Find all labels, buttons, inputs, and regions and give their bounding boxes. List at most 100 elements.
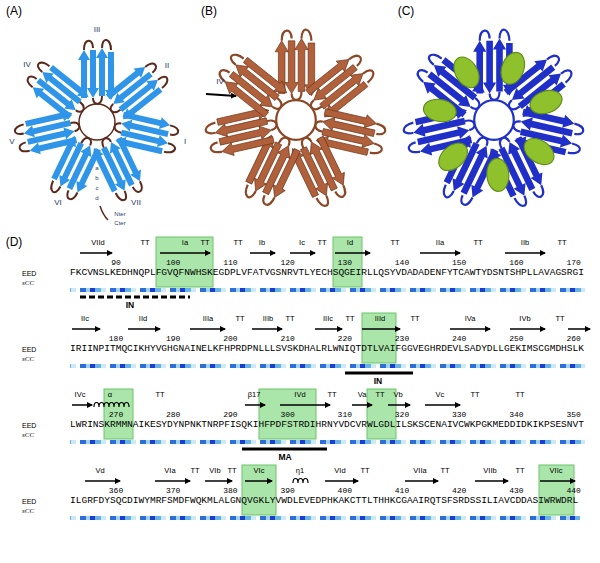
residue-number: 390 xyxy=(280,487,294,495)
row-tag: EED xyxy=(22,498,36,505)
residue-number: 110 xyxy=(223,259,237,267)
residue-number: 430 xyxy=(509,487,523,495)
structure-label: IVd xyxy=(294,391,305,399)
residue-number: 90 xyxy=(111,259,121,267)
structure-label: TT xyxy=(200,239,209,247)
structure-label: IIa xyxy=(436,239,444,247)
structure-label: TT xyxy=(227,467,236,475)
residue-number: 330 xyxy=(452,411,466,419)
residue-number: 440 xyxy=(566,487,580,495)
sequence-text: ILGRFDYSQCDIWYMRFSMDFWQKMLALGNQVGKLYVWDL… xyxy=(70,496,578,506)
residue-number: 310 xyxy=(338,411,352,419)
structure-label: IIb xyxy=(521,239,529,247)
structure-label: VIIb xyxy=(483,467,496,475)
structure-label: TT xyxy=(345,315,354,323)
blade-number: IV xyxy=(23,61,31,69)
blade-number: IV xyxy=(216,78,224,86)
sequence-text: FKCVNSLKEDHNQPLFGVQFNWHSKEGDPLVFATVGSNRV… xyxy=(70,268,584,278)
structure-label: TT xyxy=(515,467,524,475)
sequence-text: LWRINSKRMMNAIKESYDYNPNKTNRPFISQKIHFPDFST… xyxy=(70,420,584,430)
structure-label: IIc xyxy=(81,315,89,323)
structure-label: Id xyxy=(347,239,353,247)
structure-label: Ib xyxy=(259,239,265,247)
residue-number: 200 xyxy=(223,335,237,343)
row-tag: EED xyxy=(22,422,36,429)
residue-number: 320 xyxy=(395,411,409,419)
structure-label: TT xyxy=(285,315,294,323)
structure-label: TT xyxy=(233,239,242,247)
blade-number: VI xyxy=(54,199,62,207)
structure-label: IIIb xyxy=(263,315,273,323)
structure-label: Va xyxy=(358,391,367,399)
structure-label: IIId xyxy=(375,315,385,323)
blade-number: VII xyxy=(131,199,141,207)
structure-label: TT xyxy=(375,391,384,399)
structure-label: IVc xyxy=(75,391,86,399)
row-tag: EED xyxy=(22,346,36,353)
residue-number: 380 xyxy=(223,487,237,495)
blade-number: V xyxy=(9,138,14,146)
row-tag: sCC xyxy=(22,280,34,287)
strand-letter: d xyxy=(95,195,98,201)
residue-number: 400 xyxy=(338,487,352,495)
structure-label: TT xyxy=(190,467,199,475)
region-label: IN xyxy=(126,301,135,310)
panel-letter: (C) xyxy=(398,5,415,17)
strand-arrow xyxy=(72,253,590,481)
structure-label: Ia xyxy=(182,239,188,247)
structure-label: TT xyxy=(327,391,336,399)
residue-number: 100 xyxy=(166,259,180,267)
structure-label: Vb xyxy=(393,391,402,399)
structure-label: VIb xyxy=(209,467,220,475)
structure-label: TT xyxy=(440,467,449,475)
strand-letter: Nter xyxy=(114,211,125,217)
residue-number: 270 xyxy=(109,411,123,419)
propeller-topview xyxy=(13,40,182,205)
structure-label: VIId xyxy=(91,239,104,247)
row-tag: sCC xyxy=(22,508,34,515)
residue-number: 160 xyxy=(509,259,523,267)
structure-label: VIIa xyxy=(413,467,426,475)
structure-label: Ic xyxy=(299,239,305,247)
row-tag: EED xyxy=(22,270,36,277)
residue-number: 230 xyxy=(395,335,409,343)
panel-letter: (D) xyxy=(6,236,23,248)
strand-letter: Cter xyxy=(114,220,125,226)
structure-label: TT xyxy=(360,467,369,475)
termini-tail xyxy=(100,206,108,220)
structure-label: TT xyxy=(140,239,149,247)
structure-label: TT xyxy=(390,239,399,247)
propeller-ribbon xyxy=(203,30,389,211)
region-label: MA xyxy=(278,453,291,462)
residue-number: 140 xyxy=(395,259,409,267)
strand-letter: a xyxy=(95,165,98,171)
helix-coil xyxy=(94,403,308,484)
residue-number: 300 xyxy=(280,411,294,419)
strand-letter: b xyxy=(95,175,98,181)
residue-number: 340 xyxy=(509,411,523,419)
structure-label: IVa xyxy=(465,315,476,323)
sequence-text: IRIINPITMQCIKHYVGHGNAINELKFHPRDPNLLLSVSK… xyxy=(70,344,584,354)
residue-number: 350 xyxy=(566,411,580,419)
residue-number: 260 xyxy=(566,335,580,343)
pointer-arrow xyxy=(206,94,236,96)
blade-number: III xyxy=(94,26,101,34)
structure-label: VId xyxy=(334,467,345,475)
residue-number: 290 xyxy=(223,411,237,419)
structure-label: TT xyxy=(515,391,524,399)
residue-number: 150 xyxy=(452,259,466,267)
panel-letter: (A) xyxy=(6,5,22,17)
residue-number: 210 xyxy=(280,335,294,343)
structure-label: TT xyxy=(473,239,482,247)
structure-label: η1 xyxy=(296,467,304,475)
row-tag: sCC xyxy=(22,432,34,439)
structure-label: TT xyxy=(470,391,479,399)
blade-number: I xyxy=(184,138,186,146)
residue-number: 360 xyxy=(109,487,123,495)
structure-label: α xyxy=(108,391,112,399)
structure-label: VIa xyxy=(164,467,175,475)
structure-label: TT xyxy=(555,315,564,323)
structure-label: TT xyxy=(557,239,566,247)
